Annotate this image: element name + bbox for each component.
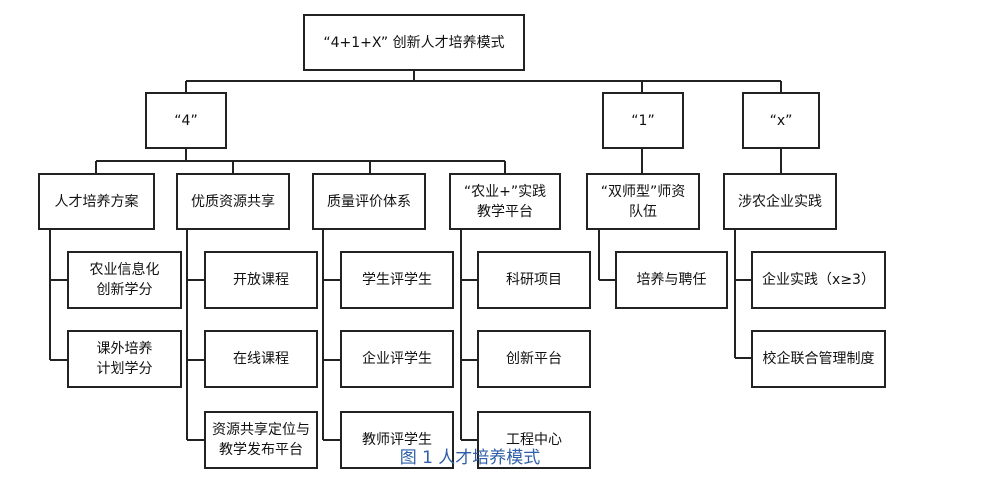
node-enterprise-practice-x-line1: 企业实践（x≥3） (762, 272, 875, 288)
node-innovation-platform-line1: 创新平台 (506, 351, 562, 367)
node-resource-share-line1: 优质资源共享 (191, 193, 275, 210)
node-online-course-line1: 在线课程 (233, 351, 289, 367)
node-x: “x” (742, 92, 820, 149)
figure-caption: 图 1 人才培养模式 (399, 448, 541, 468)
node-engineering-center: 工程中心 (477, 411, 591, 469)
node-enterprise-eval-student-line1: 企业评学生 (362, 351, 432, 367)
node-enterprise-practice-line1: 涉农企业实践 (738, 193, 822, 210)
node-joint-management-line1: 校企联合管理制度 (762, 351, 875, 367)
node-teacher-eval-student-line1: 教师评学生 (362, 432, 432, 448)
node-research-project-line1: 科研项目 (506, 272, 562, 288)
node-practice-platform: “农业+”实践教学平台 (449, 173, 561, 230)
node-practice-platform-line1: “农业+”实践 (463, 183, 547, 200)
node-open-course-line1: 开放课程 (233, 272, 289, 288)
node-student-eval-student: 学生评学生 (340, 251, 454, 309)
node-resource-share: 优质资源共享 (176, 173, 290, 230)
node-dual-teacher: “双师型”师资队伍 (586, 173, 700, 230)
node-talent-plan-line1: 人才培养方案 (54, 193, 139, 210)
node-quality-eval: 质量评价体系 (312, 173, 426, 230)
node-resource-platform: 资源共享定位与教学发布平台 (204, 411, 318, 469)
node-quality-eval-line1: 质量评价体系 (327, 193, 411, 210)
node-innovation-platform: 创新平台 (477, 330, 591, 388)
node-training-hiring: 培养与聘任 (615, 251, 728, 309)
node-resource-platform-line2: 教学发布平台 (219, 442, 303, 458)
node-dual-teacher-line1: “双师型”师资 (600, 183, 686, 200)
node-enterprise-practice: 涉农企业实践 (723, 173, 837, 230)
node-practice-platform-line2: 教学平台 (477, 203, 533, 220)
node-research-project: 科研项目 (477, 251, 591, 309)
node-4-label: “4” (174, 112, 198, 129)
node-4: “4” (145, 92, 227, 149)
node-1-label: “1” (631, 112, 655, 129)
root-node: “4+1+X” 创新人才培养模式 (303, 14, 525, 71)
node-joint-management: 校企联合管理制度 (751, 330, 886, 388)
node-enterprise-eval-student: 企业评学生 (340, 330, 454, 388)
node-agri-info-credit-line2: 创新学分 (96, 282, 153, 298)
node-x-label: “x” (769, 112, 793, 129)
node-teacher-eval-student: 教师评学生 (340, 411, 454, 469)
node-enterprise-practice-x: 企业实践（x≥3） (751, 251, 886, 309)
node-training-hiring-line1: 培养与聘任 (636, 272, 707, 288)
node-extracurricular-credit-line2: 计划学分 (96, 361, 153, 377)
node-talent-plan: 人才培养方案 (38, 173, 155, 230)
node-1: “1” (602, 92, 684, 149)
root-node-line1: “4+1+X” 创新人才培养模式 (323, 34, 505, 51)
node-online-course: 在线课程 (204, 330, 318, 388)
node-extracurricular-credit: 课外培养计划学分 (67, 330, 182, 388)
node-resource-platform-line1: 资源共享定位与 (212, 422, 310, 438)
node-agri-info-credit-line1: 农业信息化 (89, 262, 160, 278)
node-student-eval-student-line1: 学生评学生 (362, 272, 432, 288)
node-extracurricular-credit-line1: 课外培养 (96, 341, 153, 357)
node-open-course: 开放课程 (204, 251, 318, 309)
node-engineering-center-line1: 工程中心 (506, 432, 562, 448)
node-agri-info-credit: 农业信息化创新学分 (67, 251, 182, 309)
node-dual-teacher-line2: 队伍 (628, 203, 657, 220)
